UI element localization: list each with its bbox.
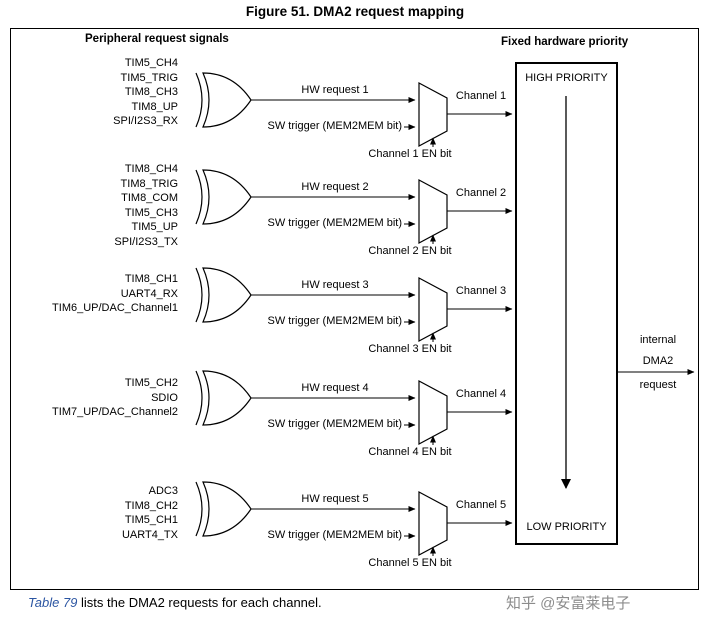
- figure-title: Figure 51. DMA2 request mapping: [245, 4, 465, 19]
- signal-label: TIM8_CH4: [124, 163, 178, 175]
- internal-dma2-request-label-line1: internal: [639, 334, 677, 346]
- hw-request-label: HW request 1: [301, 84, 369, 96]
- signal-label: TIM5_CH4: [124, 57, 178, 69]
- signal-label: TIM5_CH2: [124, 377, 178, 389]
- signal-label: SDIO: [151, 391, 178, 404]
- sw-trigger-label: SW trigger (MEM2MEM bit): [267, 217, 402, 229]
- hw-request-label: HW request 3: [301, 279, 369, 291]
- channel-5-signal-list: ADC3 TIM8_CH2 TIM5_CH1 UART4_TX: [30, 484, 178, 542]
- sw-trigger-label: SW trigger (MEM2MEM bit): [267, 418, 402, 430]
- figure-caption-text: Table 79 lists the DMA2 requests for eac…: [28, 595, 322, 610]
- peripheral-request-signals-header: Peripheral request signals: [85, 33, 229, 45]
- channel-4-signal-list: TIM5_CH2 SDIO TIM7_UP/DAC_Channel2: [30, 376, 178, 420]
- signal-label: TIM5_TRIG: [120, 71, 178, 84]
- signal-label: TIM8_CH1: [124, 273, 178, 285]
- signal-label: TIM5_CH1: [124, 514, 178, 526]
- fixed-hardware-priority-header: Fixed hardware priority: [501, 36, 629, 48]
- caption-rest: lists the DMA2 requests for each channel…: [77, 595, 322, 610]
- channel-output-label: Channel 5: [455, 499, 507, 511]
- channel-en-bit-label: Channel 4 EN bit: [368, 446, 452, 458]
- channel-3-signal-list: TIM8_CH1 UART4_RX TIM6_UP/DAC_Channel1: [30, 272, 178, 316]
- table-79-link[interactable]: Table 79: [28, 595, 78, 610]
- channel-2-signal-list: TIM8_CH4 TIM8_TRIG TIM8_COM TIM5_CH3 TIM…: [30, 162, 178, 249]
- channel-en-bit-label: Channel 1 EN bit: [368, 148, 452, 160]
- signal-label: UART4_RX: [120, 287, 178, 300]
- sw-trigger-label: SW trigger (MEM2MEM bit): [267, 529, 402, 541]
- channel-output-label: Channel 1: [455, 90, 507, 102]
- signal-label: SPI/I2S3_TX: [114, 235, 178, 248]
- internal-dma2-request-label-line2: DMA2: [642, 355, 674, 367]
- signal-label: TIM5_UP: [131, 221, 178, 233]
- internal-dma2-request-label-line3: request: [639, 379, 677, 391]
- channel-output-label: Channel 3: [455, 285, 507, 297]
- hw-request-label: HW request 4: [301, 382, 369, 394]
- sw-trigger-label: SW trigger (MEM2MEM bit): [267, 315, 402, 327]
- channel-1-signal-list: TIM5_CH4 TIM5_TRIG TIM8_CH3 TIM8_UP SPI/…: [30, 56, 178, 129]
- sw-trigger-label: SW trigger (MEM2MEM bit): [267, 120, 402, 132]
- signal-label: TIM7_UP/DAC_Channel2: [52, 406, 178, 418]
- zhihu-watermark: 知乎 @安富莱电子: [506, 595, 631, 612]
- hw-request-label: HW request 5: [301, 493, 369, 505]
- channel-output-label: Channel 4: [455, 388, 507, 400]
- low-priority-label: LOW PRIORITY: [526, 521, 607, 533]
- signal-label: TIM8_CH3: [124, 86, 178, 98]
- channel-en-bit-label: Channel 5 EN bit: [368, 557, 452, 569]
- signal-label: TIM8_COM: [121, 192, 178, 204]
- fixed-priority-box: HIGH PRIORITY LOW PRIORITY: [515, 62, 618, 545]
- signal-label: SPI/I2S3_RX: [113, 115, 178, 127]
- signal-label: ADC3: [148, 485, 178, 497]
- signal-label: TIM8_CH2: [124, 499, 178, 512]
- signal-label: UART4_TX: [121, 528, 178, 541]
- channel-en-bit-label: Channel 2 EN bit: [368, 245, 452, 257]
- high-priority-label: HIGH PRIORITY: [525, 72, 608, 84]
- channel-en-bit-label: Channel 3 EN bit: [368, 343, 452, 355]
- channel-output-label: Channel 2: [455, 187, 507, 199]
- signal-label: TIM5_CH3: [124, 206, 178, 219]
- signal-label: TIM8_UP: [131, 100, 178, 113]
- signal-label: TIM6_UP/DAC_Channel1: [52, 302, 178, 314]
- diagram-frame: [10, 28, 699, 590]
- hw-request-label: HW request 2: [301, 181, 369, 193]
- signal-label: TIM8_TRIG: [120, 177, 178, 190]
